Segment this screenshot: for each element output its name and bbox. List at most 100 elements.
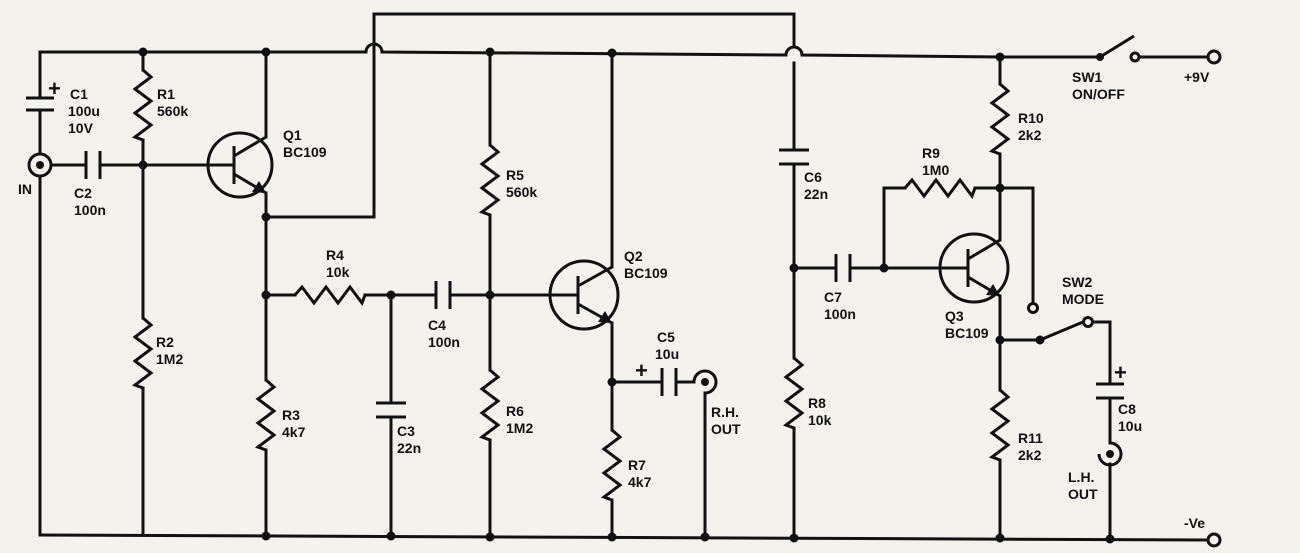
positive-rail	[38, 42, 1062, 59]
c1-polarity: +	[48, 76, 61, 101]
sw2-label: MODE	[1062, 291, 1104, 307]
r8-symbol	[782, 356, 805, 430]
r5-symbol	[478, 143, 501, 217]
wires	[38, 12, 1207, 542]
junction-q2-emitter	[607, 377, 617, 387]
q3-symbol	[938, 232, 1010, 304]
junction-ground-rh	[700, 532, 710, 542]
c4-ref: C4	[428, 317, 446, 333]
r7-ref: R7	[628, 457, 646, 473]
c6-ref: C6	[804, 169, 822, 185]
feedback-loop	[264, 12, 796, 219]
negative-rail	[38, 533, 1207, 542]
r1-ref: R1	[157, 86, 175, 102]
q1-symbol	[206, 131, 274, 199]
c5-polarity: +	[635, 358, 648, 383]
c1-value: 100u	[68, 103, 100, 119]
r9-left-wire	[882, 186, 907, 270]
junction-ground-r7	[607, 532, 617, 542]
junction-r10-top	[995, 52, 1005, 62]
c3-value: 22n	[397, 440, 421, 456]
r9-symbol	[903, 177, 977, 200]
input-jack[interactable]	[27, 152, 53, 178]
junction-ground-c3	[386, 531, 396, 541]
r2-symbol	[131, 316, 154, 390]
rh-out-jack[interactable]	[692, 369, 718, 395]
junction-q1-collector	[261, 47, 271, 57]
r3-symbol	[254, 378, 277, 452]
junction-q1-emitter-feedback	[261, 212, 271, 222]
junction-r4-left	[261, 290, 271, 300]
resistors	[131, 68, 1011, 502]
c1-rating: 10V	[68, 120, 94, 136]
c8-ref: C8	[1118, 401, 1136, 417]
junction-r9-left	[879, 263, 889, 273]
supply-negative-terminal[interactable]	[1206, 532, 1222, 548]
r8-value: 10k	[808, 412, 832, 428]
r5-ref: R5	[506, 167, 524, 183]
supply-positive-terminal[interactable]	[1206, 49, 1222, 65]
sw1-ref: SW1	[1072, 69, 1103, 85]
supply-negative-label: -Ve	[1184, 515, 1205, 531]
r4-ref: R4	[326, 247, 344, 263]
supply-positive-label: +9V	[1184, 69, 1210, 85]
r2-value: 1M2	[156, 351, 183, 367]
r9-ref: R9	[922, 145, 940, 161]
q2-ref: Q2	[624, 248, 643, 264]
r10-symbol	[988, 82, 1011, 156]
lh-out-label-2: OUT	[1068, 486, 1098, 502]
r3-value: 4k7	[282, 424, 306, 440]
rh-out-label-1: R.H.	[711, 404, 739, 420]
junction-q2-base	[485, 290, 495, 300]
r6-ref: R6	[506, 403, 524, 419]
junction-ground-r6	[485, 532, 495, 542]
junction-r1-top	[138, 47, 148, 57]
q1-part: BC109	[283, 144, 327, 160]
junctions	[138, 47, 1115, 544]
r6-symbol	[478, 368, 501, 442]
c6-value: 22n	[804, 186, 828, 202]
rh-out-label-2: OUT	[711, 421, 741, 437]
r2-ref: R2	[156, 334, 174, 350]
c1-ref: C1	[70, 86, 88, 102]
junction-ground-r8	[789, 533, 799, 543]
capacitors	[26, 96, 1124, 419]
c5-ref: C5	[657, 329, 675, 345]
r3-ref: R3	[282, 407, 300, 423]
r4-value: 10k	[326, 264, 350, 280]
q2-part: BC109	[624, 265, 668, 281]
r7-symbol	[600, 428, 623, 502]
r11-value: 2k2	[1018, 447, 1042, 463]
junction-r5-top	[485, 47, 495, 57]
r6-value: 1M2	[506, 420, 533, 436]
junction-q3-collector	[995, 183, 1005, 193]
q3-ref: Q3	[945, 308, 964, 324]
c4-value: 100n	[428, 334, 460, 350]
r1-symbol	[131, 68, 154, 142]
r7-value: 4k7	[628, 474, 652, 490]
c7-ref: C7	[824, 289, 842, 305]
r1-value: 560k	[157, 103, 188, 119]
c7-value: 100n	[824, 306, 856, 322]
c2-ref: C2	[74, 185, 92, 201]
q2-symbol	[548, 259, 620, 331]
c8-polarity: +	[1114, 360, 1127, 385]
input-label: IN	[18, 181, 32, 197]
c3-ref: C3	[397, 423, 415, 439]
junction-q2-collector	[607, 48, 617, 58]
sw1-symbol[interactable]	[1096, 34, 1141, 63]
lh-out-label-1: L.H.	[1068, 469, 1094, 485]
lh-out-jack[interactable]	[1097, 441, 1123, 467]
sw2-symbol[interactable]	[1027, 302, 1094, 345]
r11-ref: R11	[1018, 430, 1043, 446]
r5-value: 560k	[506, 184, 537, 200]
r10-value: 2k2	[1018, 127, 1042, 143]
junction-ground-r3	[261, 531, 271, 541]
junction-c7-left	[789, 263, 799, 273]
c8-value: 10u	[1118, 418, 1142, 434]
c5-value: 10u	[655, 346, 679, 362]
sw1-label: ON/OFF	[1072, 86, 1125, 102]
q1-ref: Q1	[283, 127, 302, 143]
r8-ref: R8	[808, 395, 826, 411]
